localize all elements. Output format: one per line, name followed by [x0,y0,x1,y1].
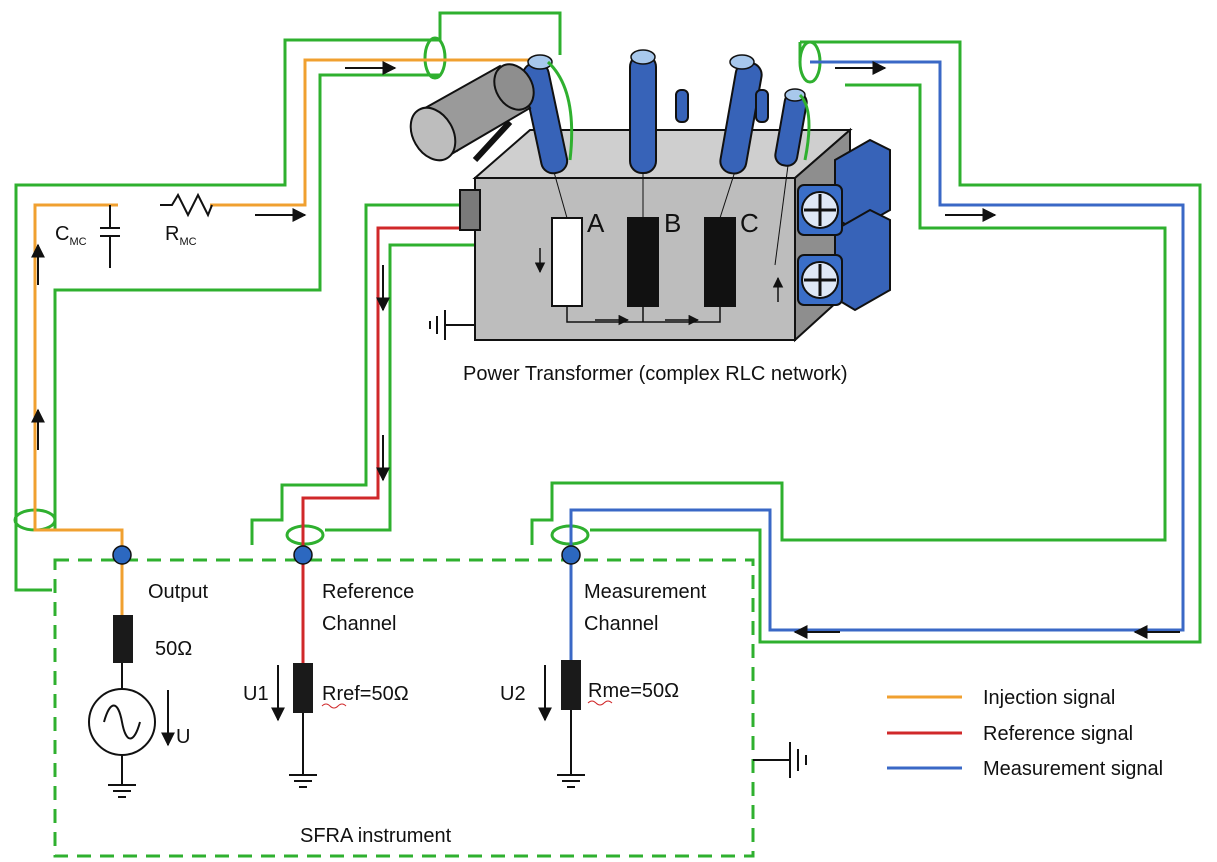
winding-b [627,217,659,307]
tank-ground-icon [429,310,475,340]
legend-label-measurement: Measurement signal [983,758,1163,780]
measurement-resistor-value: Rme=50Ω [588,680,679,702]
measurement-terminal [561,545,581,565]
transformer-label: Power Transformer (complex RLC network) [463,363,848,385]
reference-terminal [293,545,313,565]
source-voltage-label: U [176,726,190,748]
output-resistor-value: 50Ω [155,638,192,660]
legend-label-reference: Reference signal [983,723,1133,745]
reference-resistor-value: Rref=50Ω [322,683,409,705]
reference-channel: Reference Channel U1 Rref=50Ω [243,581,414,788]
reference-sleeve-bottom [285,524,325,546]
injection-shield-outer [14,11,562,530]
output-channel: Output 50Ω U [88,581,208,798]
bushing-small-2 [755,89,769,123]
bushing-a-clip [546,60,574,161]
measurement-label-line1: Measurement [584,581,707,603]
output-terminal [112,545,132,565]
bushing-b [629,54,657,174]
reference-resistor [293,663,313,713]
measurement-shield-outer [590,40,1202,644]
matching-capacitor [100,205,120,268]
shield-bond-left [14,530,52,592]
phase-label-b: B [664,208,681,238]
measurement-shield-inner [530,83,1167,545]
radiator-fans [797,138,891,312]
legend: Injection signal Reference signal Measur… [887,687,1163,780]
injection-conductor-left [33,203,118,530]
measurement-voltage-label: U2 [500,683,526,705]
bushing-n-clip [798,93,811,161]
sfra-instrument-label: SFRA instrument [300,825,452,847]
sfra-instrument-box [53,558,755,858]
tank-clamp [459,189,481,231]
shield-cables [14,11,1202,644]
bushing-small-1 [675,89,689,123]
flow-arrows [31,61,1180,639]
power-transformer: A B C [409,49,891,343]
winding-c [704,217,736,307]
legend-label-injection: Injection signal [983,687,1115,709]
injection-sleeve-top [423,36,447,80]
measurement-label-line2: Channel [584,613,659,635]
winding-a [551,217,583,307]
injection-shield-inner [53,73,440,530]
measurement-channel: Measurement Channel U2 Rme=50Ω [500,581,707,788]
measurement-conductor [569,60,1185,632]
reference-shield-outer [250,185,492,545]
injection-conductor-right [210,58,540,207]
reference-label-line1: Reference [322,581,414,603]
output-resistor [113,615,133,663]
conservator-tank [409,63,535,163]
phase-label-c: C [740,208,759,238]
reference-label-line2: Channel [322,613,397,635]
injection-to-output [33,520,124,555]
phase-label-a: A [587,208,605,238]
reference-voltage-label: U1 [243,683,269,705]
instrument-ground-icon [753,742,807,778]
cmc-label: CMC [55,223,87,248]
matching-resistor [160,192,213,218]
rmc-label: RMC [165,223,197,248]
output-label: Output [148,581,208,603]
measurement-resistor [561,660,581,710]
